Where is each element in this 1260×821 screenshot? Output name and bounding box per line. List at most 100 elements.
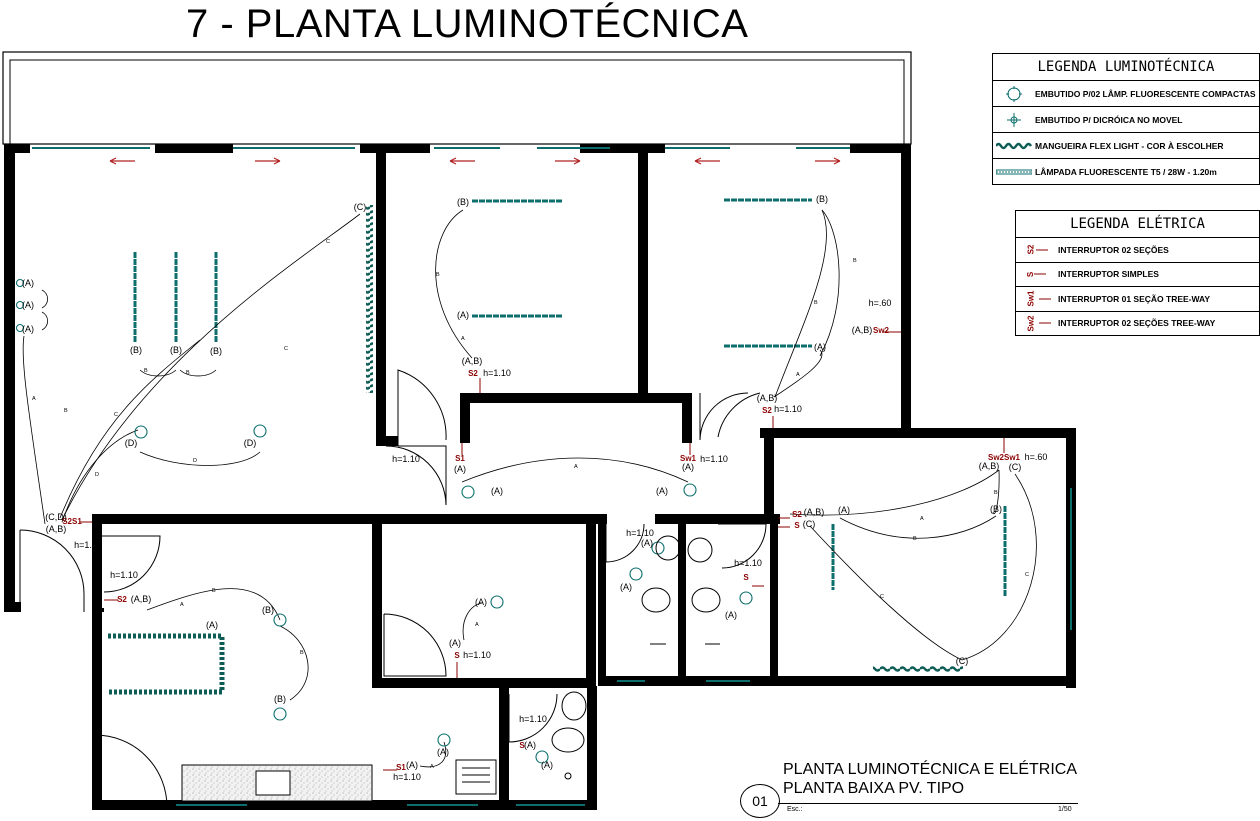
- legend-item: S INTERRUPTOR SIMPLES: [1016, 263, 1259, 287]
- plan-label: h=1.10: [483, 368, 511, 378]
- plan-label: h=1.10: [774, 404, 802, 414]
- switch-markers: [80, 331, 1005, 771]
- flex-light-hoses: [108, 205, 963, 695]
- page-title: 7 - PLANTA LUMINOTÉCNICA: [186, 2, 749, 46]
- legend-eletrica: LEGENDA ELÉTRICA S2 INTERRUPTOR 02 SEÇÕE…: [1015, 210, 1260, 336]
- legend-item: EMBUTIDO P/ DICRÓICA NO MOVEL: [993, 107, 1259, 133]
- svg-text:A: A: [796, 372, 800, 378]
- legend-label: INTERRUPTOR SIMPLES: [1058, 269, 1159, 280]
- legend-label: MANGUEIRA FLEX LIGHT - COR À ESCOLHER: [1035, 140, 1224, 151]
- plan-label: (A): [491, 486, 503, 496]
- three-way-switch-2-icon: Sw2: [1026, 315, 1051, 332]
- plan-label: (A): [725, 610, 737, 620]
- plan-label: (A): [22, 300, 34, 310]
- svg-text:A: A: [475, 622, 479, 628]
- plan-label: (B): [262, 605, 274, 615]
- balcony: [2, 51, 912, 145]
- svg-text:D: D: [95, 472, 99, 478]
- plan-label: h=1.10: [393, 772, 421, 782]
- svg-text:B: B: [300, 650, 304, 656]
- plan-label: (C): [803, 519, 816, 529]
- plan-label: (C): [354, 202, 367, 212]
- legend-item: EMBUTIDO P/02 LÂMP. FLUORESCENTE COMPACT…: [993, 81, 1259, 107]
- plan-label: (B): [816, 194, 828, 204]
- svg-text:B: B: [994, 490, 998, 496]
- switch-label: S2S1: [62, 517, 82, 526]
- switch-label: S: [454, 651, 460, 660]
- flex-light-hose-icon: [993, 142, 1035, 150]
- switch-label: S: [519, 741, 525, 750]
- plan-label: (C): [1009, 462, 1022, 472]
- three-way-switch-1-icon: Sw1: [1026, 290, 1051, 307]
- legend-label: EMBUTIDO P/02 LÂMP. FLUORESCENTE COMPACT…: [1035, 88, 1256, 99]
- plan-label: (A): [838, 505, 850, 515]
- plan-label: h=1.10: [734, 558, 762, 568]
- svg-text:B: B: [212, 588, 216, 594]
- svg-text:C: C: [114, 412, 118, 418]
- svg-text:C: C: [284, 346, 288, 352]
- svg-text:B: B: [64, 408, 68, 414]
- legend-label: LÂMPADA FLUORESCENTE T5 / 28W - 1.20m: [1035, 166, 1217, 177]
- svg-text:C: C: [1025, 572, 1029, 578]
- plan-label: (B): [990, 504, 1002, 514]
- svg-text:D: D: [193, 458, 197, 464]
- plan-label: (A): [22, 278, 34, 288]
- plan-label: (A): [620, 582, 632, 592]
- walls: [4, 144, 1076, 810]
- plan-label: h=1.10: [392, 454, 420, 464]
- plan-label: (A,B): [131, 594, 152, 604]
- plan-label: (A): [682, 462, 694, 472]
- plan-label: (B): [274, 694, 286, 704]
- legend-eletrica-title: LEGENDA ELÉTRICA: [1016, 211, 1259, 238]
- plan-label: (C): [956, 656, 969, 666]
- plan-label: (A,B): [46, 524, 67, 534]
- legend-label: EMBUTIDO P/ DICRÓICA NO MOVEL: [1035, 114, 1183, 125]
- simple-switch-icon: S: [1026, 271, 1046, 277]
- legend-luminotecnica-title: LEGENDA LUMINOTÉCNICA: [993, 54, 1259, 81]
- plan-label: (A): [437, 747, 449, 757]
- switch-label: S2: [792, 510, 802, 519]
- svg-text:A: A: [32, 396, 36, 402]
- plan-label: (A,B): [804, 507, 825, 517]
- plan-label: (B): [130, 345, 142, 355]
- windows: [32, 147, 1072, 806]
- switch-label: S2: [468, 369, 478, 378]
- legend-item: MANGUEIRA FLEX LIGHT - COR À ESCOLHER: [993, 133, 1259, 159]
- t5-fluorescent-lamp-icon: [993, 169, 1035, 175]
- fixtures: [15, 278, 753, 764]
- switch-label: S1: [396, 763, 406, 772]
- plan-label: (A): [656, 486, 668, 496]
- legend-item: S2 INTERRUPTOR 02 SEÇÕES: [1016, 238, 1259, 263]
- svg-text:A: A: [461, 336, 465, 342]
- plan-label: (A): [406, 760, 418, 770]
- svg-text:B: B: [913, 536, 917, 542]
- switch-label: S: [794, 521, 800, 530]
- switch-label: S2: [117, 595, 127, 604]
- legend-item: LÂMPADA FLUORESCENTE T5 / 28W - 1.20m: [993, 159, 1259, 184]
- plan-label: (D): [244, 438, 257, 448]
- plan-label: (A): [457, 310, 469, 320]
- legend-label: INTERRUPTOR 02 SEÇÕES: [1058, 244, 1169, 255]
- plan-label: h=1.10: [110, 570, 138, 580]
- svg-text:A: A: [180, 602, 184, 608]
- title-block-line2: PLANTA BAIXA PV. TIPO: [783, 780, 965, 797]
- plan-label: h=1.10: [700, 454, 728, 464]
- kitchen-counter: [181, 759, 497, 802]
- switch-label: Sw2: [873, 326, 890, 335]
- svg-text:B: B: [814, 300, 818, 306]
- title-block-rule: [778, 803, 1078, 804]
- plan-label: (B): [210, 346, 222, 356]
- drawing-number: 01: [740, 784, 780, 818]
- plan-label: (A,B): [852, 325, 873, 335]
- svg-text:B: B: [853, 258, 857, 264]
- plan-label: (A): [206, 620, 218, 630]
- plan-label: (A): [475, 597, 487, 607]
- svg-text:A: A: [920, 516, 924, 522]
- svg-text:B: B: [436, 272, 440, 278]
- legend-luminotecnica: LEGENDA LUMINOTÉCNICA EMBUTIDO P/02 LÂMP…: [992, 53, 1260, 185]
- switch-label: S: [743, 573, 749, 582]
- scale-label: Esc.:: [787, 806, 803, 813]
- t5-lamps: [133, 198, 1007, 596]
